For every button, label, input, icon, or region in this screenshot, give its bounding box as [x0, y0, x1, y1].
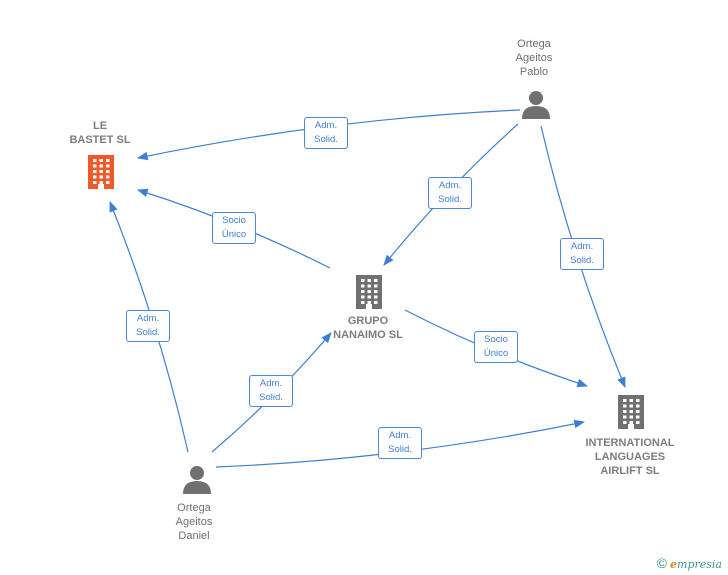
building-icon-international[interactable] [618, 395, 644, 429]
building-icon-grupo-nanaimo[interactable] [356, 275, 382, 309]
edge-label-grupo-nanaimo-le-bastet: Socio Único [212, 212, 256, 244]
node-label-pablo[interactable]: Ortega Ageitos Pablo [515, 38, 553, 78]
brand-logo: empresia [670, 558, 722, 571]
node-label-daniel[interactable]: Ortega Ageitos Daniel [175, 502, 213, 542]
copyright-symbol: © [656, 555, 667, 571]
edge-label-daniel-international: Adm. Solid. [378, 427, 422, 459]
edge-label-daniel-grupo-nanaimo: Adm. Solid. [249, 375, 293, 407]
node-label-le-bastet[interactable]: LE BASTET SL [69, 120, 131, 146]
edge-label-daniel-le-bastet: Adm. Solid. [126, 310, 170, 342]
person-icon-daniel[interactable] [183, 466, 211, 494]
edge-label-grupo-nanaimo-international: Socio Único [474, 331, 518, 363]
footer-brand: © empresia [657, 555, 722, 571]
building-icon-le-bastet[interactable] [88, 155, 114, 189]
person-icon-pablo[interactable] [522, 91, 550, 119]
node-label-international[interactable]: INTERNATIONAL LANGUAGES AIRLIFT SL [585, 437, 675, 477]
edge-label-pablo-international: Adm. Solid. [560, 238, 604, 270]
edge-label-pablo-grupo-nanaimo: Adm. Solid. [428, 177, 472, 209]
edge-label-pablo-le-bastet: Adm. Solid. [304, 117, 348, 149]
node-label-grupo-nanaimo[interactable]: GRUPO NANAIMO SL [333, 315, 403, 341]
